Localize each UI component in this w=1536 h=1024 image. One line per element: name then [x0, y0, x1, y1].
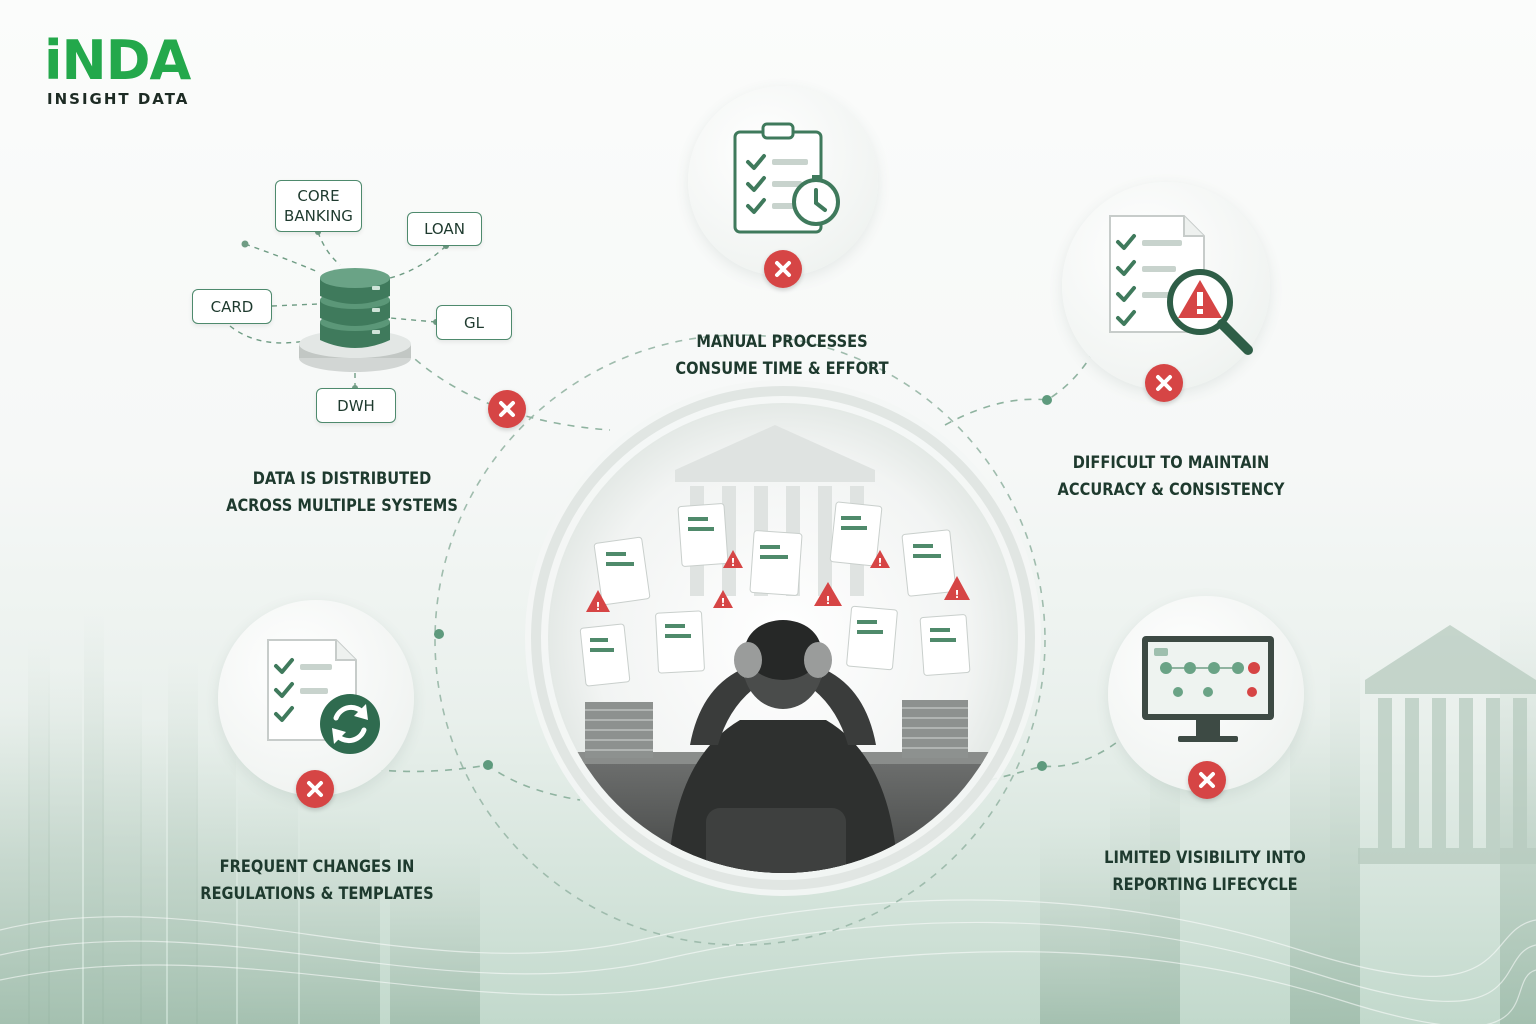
error-x-icon — [1145, 364, 1183, 402]
system-loan: LOAN — [407, 212, 482, 246]
error-x-icon — [1188, 761, 1226, 799]
dashed-orbit — [434, 334, 1046, 946]
system-card: CARD — [192, 289, 272, 324]
connector-bottom-right — [989, 739, 1121, 781]
bank-building-right — [1358, 625, 1536, 864]
error-x-icon — [488, 390, 526, 428]
caption-accuracy-consistency: DIFFICULT TO MAINTAIN ACCURACY & CONSIST… — [1057, 453, 1285, 500]
error-x-icon — [296, 770, 334, 808]
system-gl: GL — [436, 305, 512, 340]
database-stack-icon — [299, 268, 411, 372]
stressed-person — [668, 620, 898, 873]
svg-text:!: ! — [720, 596, 725, 609]
system-dwh: DWH — [316, 388, 396, 423]
system-core-banking: CORE BANKING — [275, 180, 362, 232]
brand-tagline: INSIGHT DATA — [47, 90, 190, 108]
warning-icon — [586, 550, 970, 612]
city-skyline-left — [0, 610, 480, 1024]
svg-text:!: ! — [877, 556, 882, 569]
data-wave — [0, 899, 1536, 1024]
monitor-workflow-icon — [1108, 596, 1304, 792]
document-warning-magnifier-icon — [1062, 182, 1270, 390]
caption-manual-processes: MANUAL PROCESSES CONSUME TIME & EFFORT — [675, 332, 889, 379]
svg-text:!: ! — [954, 588, 959, 601]
caption-distributed-data: DATA IS DISTRIBUTED ACROSS MULTIPLE SYST… — [226, 469, 458, 516]
brand-logo: iNDA — [44, 29, 191, 92]
clipboard-clock-icon — [688, 86, 878, 276]
caption-frequent-changes: FREQUENT CHANGES IN REGULATIONS & TEMPLA… — [200, 857, 434, 904]
svg-text:!: ! — [595, 600, 600, 613]
connector-right — [944, 339, 1101, 426]
document-refresh-icon — [218, 600, 414, 796]
network-connector-lines — [229, 229, 449, 391]
svg-text:!: ! — [730, 556, 735, 569]
error-x-icon — [764, 250, 802, 288]
svg-text:!: ! — [825, 594, 830, 607]
caption-limited-visibility: LIMITED VISIBILITY INTO REPORTING LIFECY… — [1104, 848, 1306, 895]
